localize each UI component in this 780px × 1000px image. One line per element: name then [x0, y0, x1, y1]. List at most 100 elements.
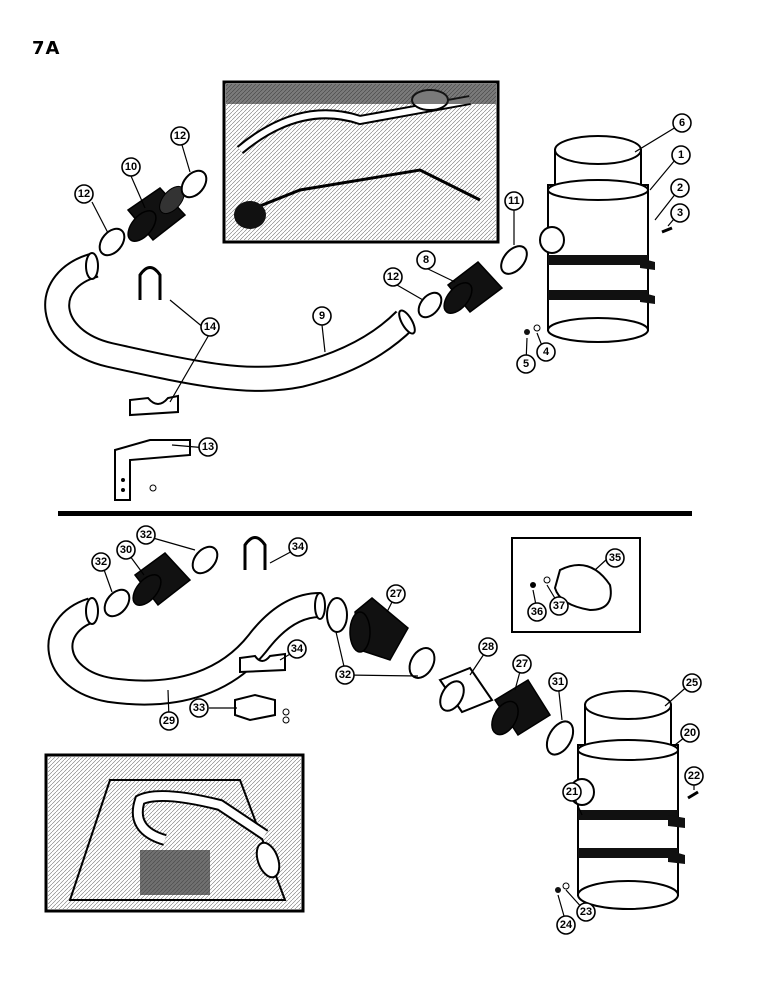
sleeve-28 — [438, 666, 494, 714]
air-cleaner-upper — [539, 135, 655, 343]
hose-clamp-lower-top — [191, 545, 219, 575]
callout-4: 4 — [536, 342, 556, 362]
svg-text:23: 23 — [580, 906, 592, 918]
svg-text:8: 8 — [423, 254, 429, 266]
hose-clamp-lower-left — [103, 588, 131, 618]
svg-text:21: 21 — [566, 786, 578, 798]
callout-3: 3 — [670, 203, 690, 223]
hose-clamp-upper-right — [417, 291, 443, 319]
lower-photo-inset — [44, 753, 305, 913]
callout-37: 37 — [549, 596, 569, 616]
hose-clamp-upper-left — [98, 227, 126, 257]
nut-washer-4-5 — [524, 324, 541, 335]
u-bolt-14 — [138, 266, 162, 300]
svg-text:1: 1 — [678, 149, 684, 161]
callout-14: 14 — [200, 317, 220, 337]
callout-27a: 27 — [386, 584, 406, 604]
svg-text:5: 5 — [523, 358, 529, 370]
page-label: 7A — [32, 38, 61, 59]
svg-text:37: 37 — [553, 600, 565, 612]
callout-21: 21 — [562, 782, 582, 802]
callout-1: 1 — [671, 145, 691, 165]
svg-text:35: 35 — [609, 552, 621, 564]
svg-text:24: 24 — [560, 919, 573, 931]
callout-9: 9 — [312, 306, 332, 326]
svg-text:31: 31 — [552, 676, 564, 688]
callout-22: 22 — [684, 766, 704, 786]
air-cleaner-lower — [569, 690, 685, 910]
hose-clamp-11 — [500, 245, 528, 275]
callout-5: 5 — [516, 354, 536, 374]
callout-2: 2 — [670, 178, 690, 198]
nut-washer-23-24 — [555, 882, 570, 893]
svg-text:12: 12 — [387, 271, 399, 283]
callout-25: 25 — [682, 673, 702, 693]
intake-pipe-lower — [47, 592, 326, 706]
bracket-13 — [114, 439, 191, 501]
hardware-3 — [661, 226, 673, 234]
svg-text:4: 4 — [543, 346, 550, 358]
callout-20: 20 — [680, 723, 700, 743]
svg-text:25: 25 — [686, 677, 698, 689]
svg-text:32: 32 — [339, 669, 351, 681]
callout-6: 6 — [672, 113, 692, 133]
svg-text:22: 22 — [688, 770, 700, 782]
hose-clamp-31 — [545, 720, 575, 756]
callout-11: 11 — [504, 191, 524, 211]
callout-32c: 32 — [335, 665, 355, 685]
rubber-hose-8 — [443, 260, 504, 314]
svg-text:9: 9 — [319, 310, 325, 322]
callout-34b: 34 — [287, 639, 307, 659]
rubber-hose-10 — [126, 185, 187, 242]
svg-text:10: 10 — [125, 161, 137, 173]
saddle-34 — [239, 652, 286, 674]
callout-12a: 12 — [74, 184, 94, 204]
callout-24: 24 — [556, 915, 576, 935]
svg-text:29: 29 — [163, 715, 175, 727]
svg-text:13: 13 — [202, 441, 214, 453]
callout-29: 29 — [159, 711, 179, 731]
callout-23: 23 — [576, 902, 596, 922]
svg-text:3: 3 — [677, 207, 683, 219]
rubber-hose-30 — [132, 551, 192, 607]
callout-31: 31 — [548, 672, 568, 692]
svg-text:27: 27 — [516, 658, 528, 670]
callout-30: 30 — [116, 540, 136, 560]
section-divider — [58, 511, 692, 516]
callout-13: 13 — [198, 437, 218, 457]
svg-text:34: 34 — [292, 541, 305, 553]
callout-36: 36 — [527, 602, 547, 622]
svg-text:20: 20 — [684, 727, 696, 739]
svg-text:33: 33 — [193, 702, 205, 714]
u-bolt-34 — [243, 536, 267, 570]
svg-text:36: 36 — [531, 606, 543, 618]
svg-text:34: 34 — [291, 643, 304, 655]
callout-27b: 27 — [512, 654, 532, 674]
hose-clamp-lower-right — [408, 647, 436, 679]
rubber-hose-27-lower — [491, 678, 552, 737]
svg-text:2: 2 — [677, 182, 683, 194]
callout-10: 10 — [121, 157, 141, 177]
elbow-27-upper — [349, 597, 409, 661]
svg-text:32: 32 — [140, 529, 152, 541]
svg-text:12: 12 — [174, 130, 186, 142]
callout-33: 33 — [189, 698, 209, 718]
hardware-22 — [687, 790, 699, 800]
callout-12c: 12 — [383, 267, 403, 287]
svg-text:32: 32 — [95, 556, 107, 568]
callout-35: 35 — [605, 548, 625, 568]
svg-text:14: 14 — [204, 321, 217, 333]
callout-34a: 34 — [288, 537, 308, 557]
svg-text:27: 27 — [390, 588, 402, 600]
svg-text:28: 28 — [482, 641, 494, 653]
intake-pipe-upper — [44, 252, 416, 392]
svg-text:11: 11 — [508, 195, 520, 207]
callout-12b: 12 — [170, 126, 190, 146]
svg-text:6: 6 — [679, 117, 685, 129]
upper-photo-inset — [222, 80, 500, 244]
callout-28: 28 — [478, 637, 498, 657]
callout-8: 8 — [416, 250, 436, 270]
svg-text:30: 30 — [120, 544, 132, 556]
hose-clamp-lower-mid — [326, 597, 348, 633]
